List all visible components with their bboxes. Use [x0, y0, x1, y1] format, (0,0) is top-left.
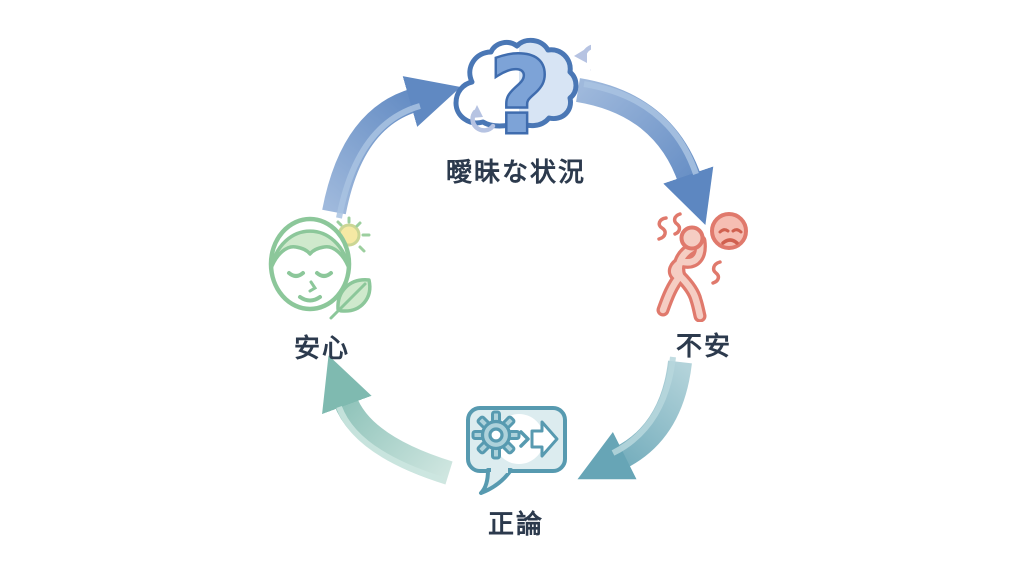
speech-bubble-gear-icon: [466, 406, 567, 495]
anxious-person-icon: [656, 212, 748, 322]
output-arrow-icon: [519, 420, 559, 458]
question-mark: ?: [490, 35, 550, 146]
node-label-ambiguous-situation: 曖昧な状況: [445, 158, 586, 188]
calm-face: [268, 216, 352, 312]
node-blunt-logic: 正論: [396, 404, 636, 541]
node-label-anxiety: 不安: [675, 332, 732, 362]
arrow-relief-to-ambiguous: [322, 76, 461, 219]
person-head: [679, 225, 705, 251]
worried-face: [710, 212, 748, 250]
gear-icon: [471, 410, 521, 460]
leaf-icon: [329, 278, 372, 320]
node-relief: 安心: [202, 216, 442, 365]
stress-squiggles: [657, 212, 722, 285]
node-label-blunt-logic: 正論: [487, 510, 544, 540]
arrow-logic-to-relief: [322, 355, 453, 485]
calm-face-icon: [268, 216, 372, 320]
arrow-anxiety-to-logic: [577, 356, 692, 480]
hunched-body: [656, 234, 707, 322]
arrow-ambiguous-to-anxiety: [575, 78, 714, 225]
node-ambiguous-situation: ? 曖昧な状況: [396, 34, 636, 189]
thought-cloud: [453, 37, 579, 129]
node-label-relief: 安心: [293, 334, 350, 364]
refresh-arrows: [470, 44, 591, 133]
node-anxiety: 不安: [584, 210, 824, 363]
cloud-question-icon: ?: [453, 34, 591, 146]
